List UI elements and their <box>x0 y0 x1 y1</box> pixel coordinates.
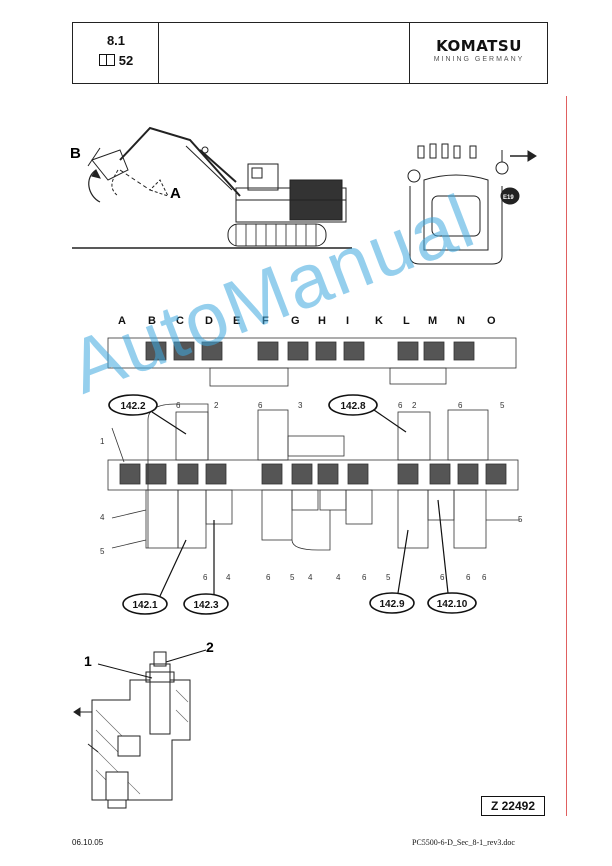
header-logo-cell: KOMATSU MINING GERMANY <box>409 23 547 83</box>
svg-text:3: 3 <box>298 401 303 410</box>
letter-h: H <box>318 315 326 327</box>
footer-date: 06.10.05 <box>72 838 104 847</box>
figure-id: Z 22492 <box>481 796 545 816</box>
callout-142-10: 142.10 <box>427 499 477 614</box>
valve-callouts: 142.2 142.8 142.1 142.3 142.9 142.10 <box>108 394 477 615</box>
letter-e: E <box>233 315 240 327</box>
svg-text:142.2: 142.2 <box>120 401 145 412</box>
page-number-row: 52 <box>73 53 159 68</box>
letter-a: A <box>118 315 126 327</box>
leader-2 <box>165 649 207 663</box>
block-letters: A B C D E F G H I K L M N O <box>118 315 496 327</box>
callout-142-3: 142.3 <box>183 520 229 615</box>
svg-text:6: 6 <box>176 401 181 410</box>
part-numbers: 1 2 3 4 5 6 6 6 2 6 5 5 6 4 6 5 4 4 6 5 … <box>100 401 523 582</box>
footer-filename: PC5500-6-D_Sec_8-1_rev3.doc <box>412 838 515 847</box>
komatsu-logo: KOMATSU <box>436 37 522 55</box>
svg-text:6: 6 <box>362 573 367 582</box>
page-number: 52 <box>118 53 134 68</box>
header-box: 8.1 52 KOMATSU MINING GERMANY <box>72 22 548 84</box>
svg-text:6: 6 <box>266 573 271 582</box>
letter-o: O <box>487 315 496 327</box>
letter-f: F <box>262 315 269 327</box>
svg-text:142.8: 142.8 <box>340 401 365 412</box>
svg-text:142.9: 142.9 <box>379 599 404 610</box>
callout-142-2: 142.2 <box>108 394 187 435</box>
margin-line <box>566 96 567 816</box>
cab-control-drawing <box>407 143 537 265</box>
svg-text:2: 2 <box>214 401 219 410</box>
callout-142-1: 142.1 <box>122 539 187 615</box>
leader-1 <box>97 663 153 679</box>
label-e19: E19 <box>503 195 514 201</box>
callout-142-9: 142.9 <box>369 529 415 614</box>
letter-n: N <box>457 315 465 327</box>
letter-g: G <box>291 315 300 327</box>
svg-text:5: 5 <box>100 547 105 556</box>
book-icon <box>98 54 115 66</box>
svg-text:6: 6 <box>482 573 487 582</box>
excavator-drawing <box>72 126 352 249</box>
svg-text:5: 5 <box>500 401 505 410</box>
letter-d: D <box>205 315 213 327</box>
svg-text:6: 6 <box>203 573 208 582</box>
logo-subtitle: MINING GERMANY <box>433 56 525 63</box>
detail-label-2: 2 <box>206 639 214 655</box>
svg-text:5: 5 <box>290 573 295 582</box>
detail-section-drawing <box>73 651 191 809</box>
svg-text:6: 6 <box>458 401 463 410</box>
svg-text:4: 4 <box>336 573 341 582</box>
callout-142-8: 142.8 <box>328 394 407 433</box>
svg-text:6: 6 <box>466 573 471 582</box>
svg-text:5: 5 <box>386 573 391 582</box>
letter-k: K <box>375 315 383 327</box>
detail-label-1: 1 <box>84 653 92 669</box>
letter-b: B <box>148 315 156 327</box>
svg-text:2: 2 <box>412 401 417 410</box>
section-number: 8.1 <box>106 33 126 48</box>
svg-text:6: 6 <box>258 401 263 410</box>
label-b: B <box>70 145 81 162</box>
svg-text:6: 6 <box>440 573 445 582</box>
svg-text:142.3: 142.3 <box>193 600 218 611</box>
svg-text:4: 4 <box>226 573 231 582</box>
svg-text:4: 4 <box>308 573 313 582</box>
valve-assembly <box>107 337 520 551</box>
letter-i: I <box>346 315 349 327</box>
svg-text:142.10: 142.10 <box>437 599 468 610</box>
svg-text:6: 6 <box>398 401 403 410</box>
label-a: A <box>170 185 181 202</box>
letter-c: C <box>176 315 184 327</box>
svg-text:4: 4 <box>100 513 105 522</box>
letter-l: L <box>403 315 410 327</box>
svg-text:142.1: 142.1 <box>132 600 157 611</box>
svg-text:1: 1 <box>100 437 105 446</box>
svg-text:5: 5 <box>518 515 523 524</box>
header-section-cell: 8.1 52 <box>73 23 159 83</box>
letter-m: M <box>428 315 437 327</box>
